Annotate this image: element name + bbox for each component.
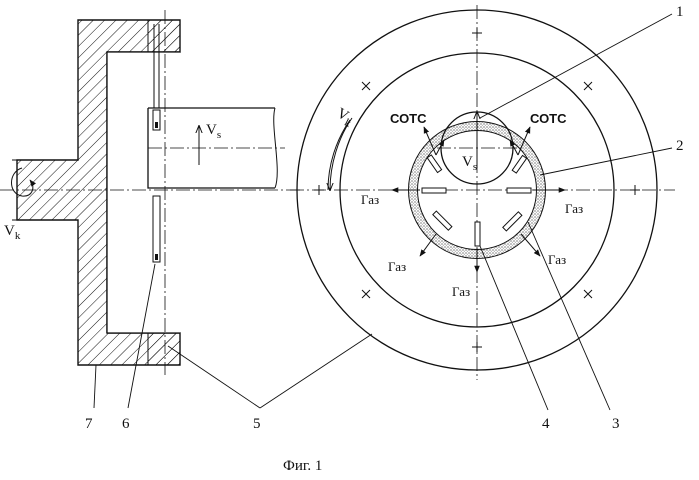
rim-ring-top xyxy=(147,19,181,53)
disk-rotation-arrow xyxy=(11,167,37,197)
coolant-label-right: СОТС xyxy=(530,111,567,126)
callout-3: 3 xyxy=(612,416,620,432)
gas-jet-arrows xyxy=(391,187,566,273)
side-section-view xyxy=(0,10,300,375)
stone-velocity-label-left: Vs xyxy=(206,122,221,141)
labels: Vk Vs Vk Vs СОТС СОТС Газ Газ Газ Газ Га… xyxy=(4,4,684,474)
gas-label-lower-left: Газ xyxy=(388,259,406,274)
stone-velocity-label-right: Vs xyxy=(462,154,477,173)
rim-fastener-marks xyxy=(314,28,640,352)
grinding-stone-side xyxy=(147,107,285,189)
coolant-jet-arrows xyxy=(423,126,531,156)
callout-2: 2 xyxy=(676,138,684,154)
figure-caption: Фиг. 1 xyxy=(283,458,322,474)
radial-nozzles xyxy=(421,154,532,247)
nozzle-tube-bottom xyxy=(152,195,161,263)
callout-1: 1 xyxy=(676,4,684,20)
callout-5: 5 xyxy=(253,416,261,432)
gas-label-left: Газ xyxy=(361,192,379,207)
callout-6: 6 xyxy=(122,416,130,432)
disk-velocity-label-right: Vk xyxy=(333,105,357,130)
gas-label-lower-right: Газ xyxy=(548,252,566,267)
gas-label-right: Газ xyxy=(565,201,583,216)
nozzle-tube-top xyxy=(152,24,161,131)
leader-lines xyxy=(93,13,673,411)
callout-4: 4 xyxy=(542,416,550,432)
disk-velocity-label-left: Vk xyxy=(4,223,21,242)
rim-ring-bottom xyxy=(147,332,181,366)
disk-rotation-arrow-front xyxy=(330,117,353,190)
front-view xyxy=(290,5,675,380)
callout-7: 7 xyxy=(85,416,93,432)
coolant-label-left: СОТС xyxy=(390,111,427,126)
gas-label-bottom: Газ xyxy=(452,284,470,299)
